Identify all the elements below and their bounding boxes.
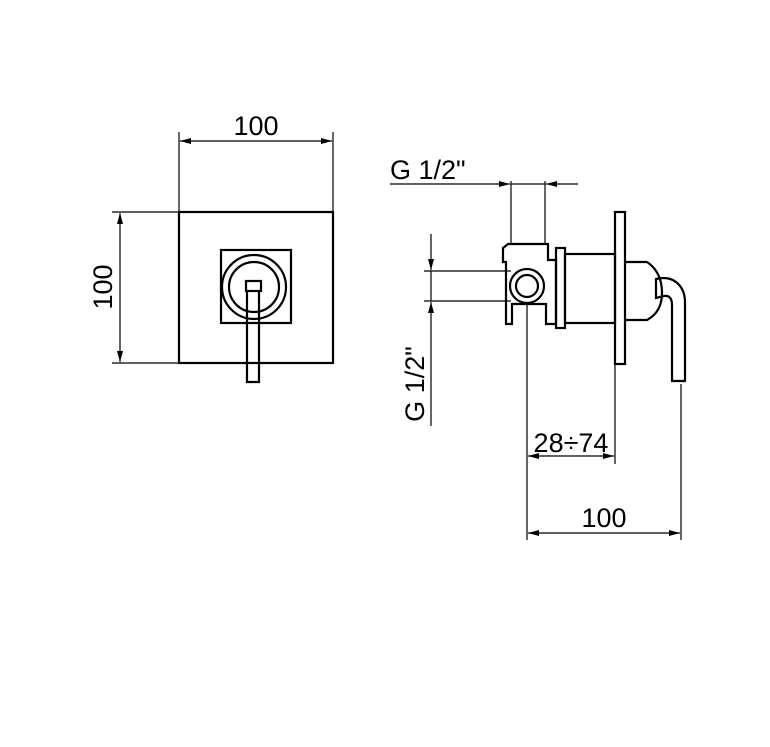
handle-rosette-outer [220, 253, 288, 321]
valve-flange [554, 246, 567, 330]
g-side-label: G 1/2" [400, 346, 430, 422]
handle-rosette-inner [227, 260, 281, 314]
front-view: 100 100 [88, 111, 335, 384]
side-view: G 1/2" G 1/2" 28÷74 100 [390, 155, 687, 540]
rosette [625, 260, 664, 322]
valve-body [501, 242, 558, 326]
lever-handle [245, 291, 261, 384]
side-lever-handle [654, 276, 687, 383]
handle-hub [244, 279, 263, 293]
front-height-label: 100 [88, 264, 118, 309]
cartridge-sleeve [563, 252, 617, 325]
outlet-port-inner [514, 273, 540, 299]
front-width-label: 100 [233, 111, 278, 141]
cover-plate [177, 210, 335, 365]
g-top-label: G 1/2" [390, 155, 466, 185]
wall-plate [613, 210, 627, 366]
depth-range-label: 28÷74 [534, 428, 609, 458]
total-depth-label: 100 [581, 503, 626, 533]
